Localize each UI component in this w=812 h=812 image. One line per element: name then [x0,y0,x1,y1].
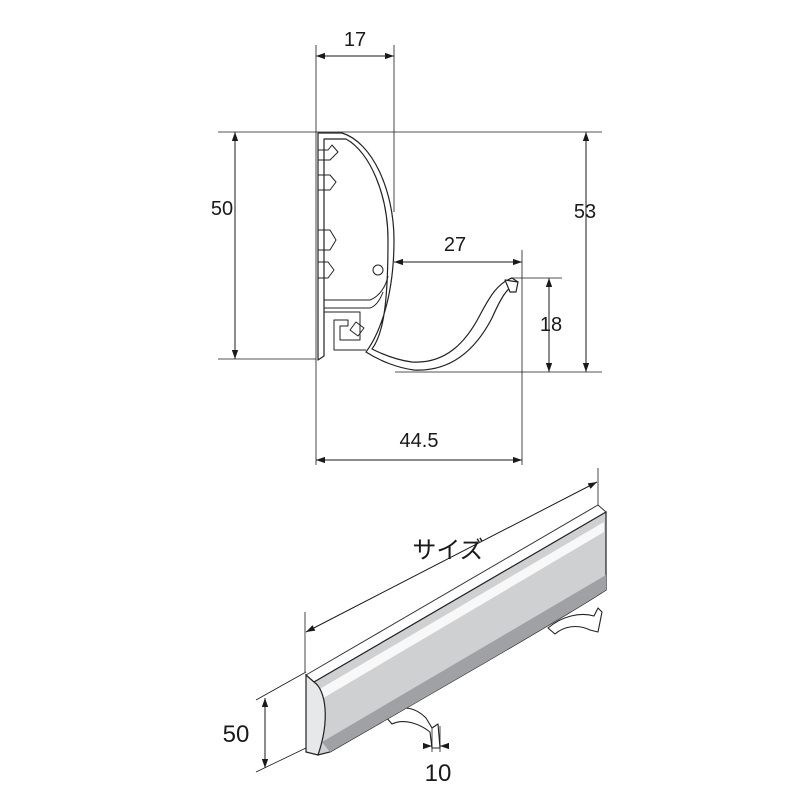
dimension-length: サイズ [304,468,599,672]
hook-right [547,607,603,635]
dimension-hook-height: 18 [540,278,562,372]
dimension-rail-height: 50 [223,671,307,773]
perspective-view: サイズ 50 10 [223,468,607,787]
dimension-hook-reach: 27 [394,234,522,266]
dim-label-hook-reach: 27 [444,234,466,256]
dim-label-hook-height: 18 [540,314,562,336]
rail-body [305,504,607,756]
dimension-bottom-width: 44.5 [316,430,522,464]
rail-end-cap [305,673,326,756]
dimension-hook-width: 10 [423,726,452,787]
dimension-left-height: 50 [211,132,239,359]
dimension-top-width: 17 [316,29,394,60]
rail-profile-section [317,132,519,371]
dim-label-bottom-width: 44.5 [400,430,439,452]
dim-label-hook-width: 10 [425,760,452,787]
cross-section-view: 17 50 53 27 18 44.5 [211,29,602,465]
dim-label-top-width: 17 [344,29,366,51]
dim-label-rail-height: 50 [223,721,250,748]
dim-label-right-height: 53 [574,201,596,223]
dim-label-left-height: 50 [211,198,233,220]
extension-lines [218,45,602,465]
dim-label-length: サイズ [412,537,483,564]
dimension-right-height: 53 [574,132,596,372]
